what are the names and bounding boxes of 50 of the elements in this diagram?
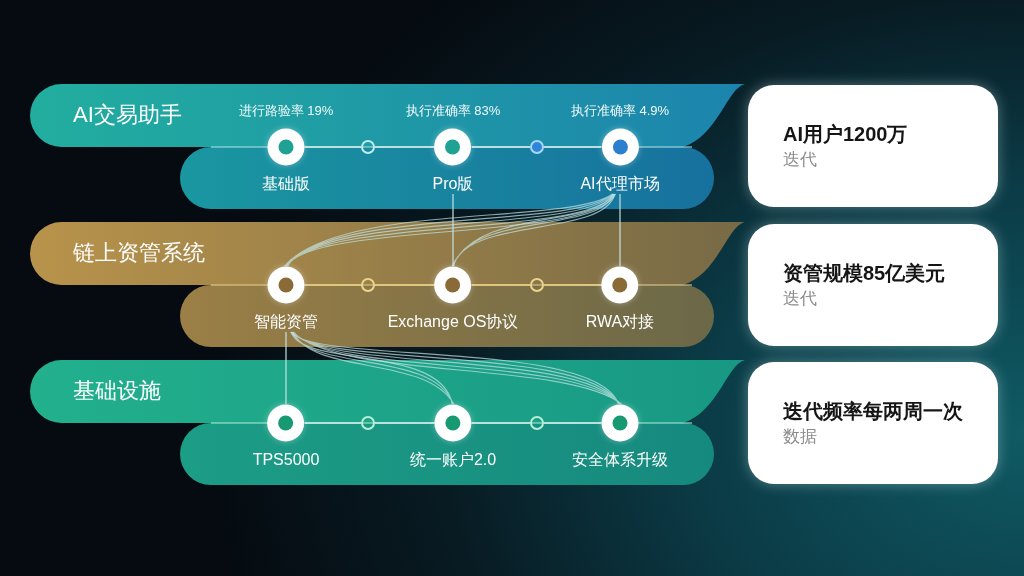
timeline-line	[543, 422, 602, 424]
stat-note: 迭代	[783, 287, 818, 310]
band-shape	[30, 222, 745, 348]
stat-note: 迭代	[783, 148, 818, 171]
stat-card	[748, 224, 998, 346]
stat-value: 迭代频率每两周一次	[783, 398, 964, 424]
stat-card	[748, 362, 998, 484]
stat-card	[748, 85, 998, 207]
milestone-label: 安全体系升级	[572, 450, 668, 470]
dot-icon	[530, 416, 544, 430]
timeline-line	[374, 146, 435, 148]
milestone-label: AI代理市场	[580, 174, 660, 194]
milestone-label: Pro版	[432, 174, 474, 194]
timeline-line	[543, 146, 602, 148]
timeline-line	[471, 284, 531, 286]
band-shape	[30, 360, 745, 486]
curved-connector	[289, 331, 623, 405]
band-title: 链上资管系统	[73, 240, 205, 266]
curved-connector	[283, 193, 617, 267]
stat-value: AI用户1200万	[783, 121, 909, 147]
stat-value: 资管规模85亿美元	[783, 260, 947, 286]
dot-icon	[361, 416, 375, 430]
connector-line	[285, 331, 287, 405]
milestone-label: RWA对接	[585, 312, 655, 332]
connector-line	[452, 193, 454, 267]
metric-text: 进行路验率 19%	[238, 103, 334, 119]
dot-icon	[530, 278, 544, 292]
timeline-line	[304, 146, 362, 148]
milestone-label: TPS5000	[252, 450, 320, 470]
metric-text: 执行准确率 83%	[405, 103, 501, 119]
timeline-line	[543, 284, 602, 286]
timeline-line	[304, 284, 362, 286]
timeline-line	[471, 146, 531, 148]
metric-text: 执行准确率 4.9%	[570, 103, 670, 119]
timeline-line	[304, 422, 362, 424]
timeline-line	[374, 284, 435, 286]
milestone-label: 智能资管	[254, 312, 318, 332]
timeline-line	[374, 422, 435, 424]
milestone-label: 基础版	[262, 174, 310, 194]
stat-note: 数据	[783, 425, 818, 448]
milestone-label: Exchange OS协议	[387, 312, 519, 332]
band-shape	[30, 84, 745, 210]
dot-icon	[361, 140, 375, 154]
band-title: 基础设施	[73, 378, 161, 404]
curved-connector	[451, 193, 616, 267]
connector-line	[619, 193, 621, 267]
dot-icon	[361, 278, 375, 292]
timeline-line	[471, 422, 531, 424]
band-title: AI交易助手	[73, 102, 182, 128]
milestone-label: 统一账户2.0	[409, 450, 497, 470]
